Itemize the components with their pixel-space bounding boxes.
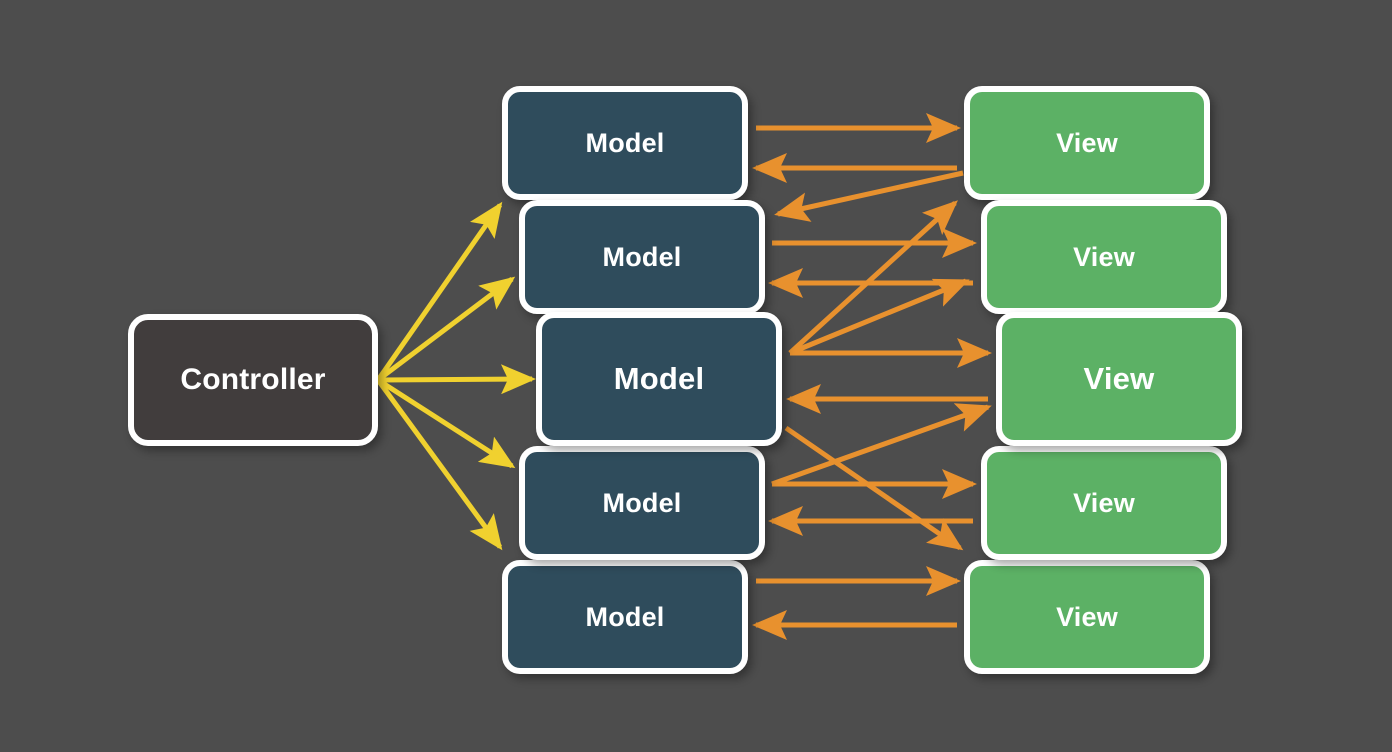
arrow-model-3-to-view-2 (789, 278, 970, 356)
arrow-model-3-to-view-5 (784, 425, 964, 551)
model-to-view-arrows (751, 113, 993, 640)
arrow-controller-to-model-3 (377, 364, 536, 395)
model-node-label: Model (585, 127, 665, 158)
model-node-3[interactable]: Model (536, 312, 782, 446)
controller-label: Controller (180, 363, 326, 396)
arrow-view-1-to-model-2 (774, 170, 964, 222)
view-node-label: View (1056, 127, 1118, 158)
view-node-label: View (1083, 361, 1155, 396)
view-node-1[interactable]: View (964, 86, 1210, 200)
model-node-label: Model (602, 241, 682, 272)
model-node-4[interactable]: Model (519, 446, 765, 560)
view-node-4[interactable]: View (981, 446, 1227, 560)
model-node-1[interactable]: Model (502, 86, 748, 200)
arrow-model-4-to-view-3 (771, 403, 992, 487)
view-node-2[interactable]: View (981, 200, 1227, 314)
arrow-controller-to-model-1 (375, 201, 503, 382)
model-node-label: Model (585, 601, 665, 632)
model-node-label: Model (602, 487, 682, 518)
controller-to-model-arrows (375, 201, 536, 551)
arrow-controller-to-model-5 (375, 378, 503, 551)
controller-node[interactable]: Controller (128, 314, 378, 446)
view-node-3[interactable]: View (996, 312, 1242, 446)
arrow-model-3-to-view-1 (788, 200, 958, 355)
view-node-label: View (1056, 601, 1118, 632)
arrow-controller-to-model-2 (376, 276, 516, 382)
model-node-5[interactable]: Model (502, 560, 748, 674)
model-node-2[interactable]: Model (519, 200, 765, 314)
view-node-label: View (1073, 487, 1135, 518)
view-node-label: View (1073, 241, 1135, 272)
model-node-label: Model (613, 361, 705, 396)
arrow-controller-to-model-4 (376, 377, 516, 469)
view-node-5[interactable]: View (964, 560, 1210, 674)
